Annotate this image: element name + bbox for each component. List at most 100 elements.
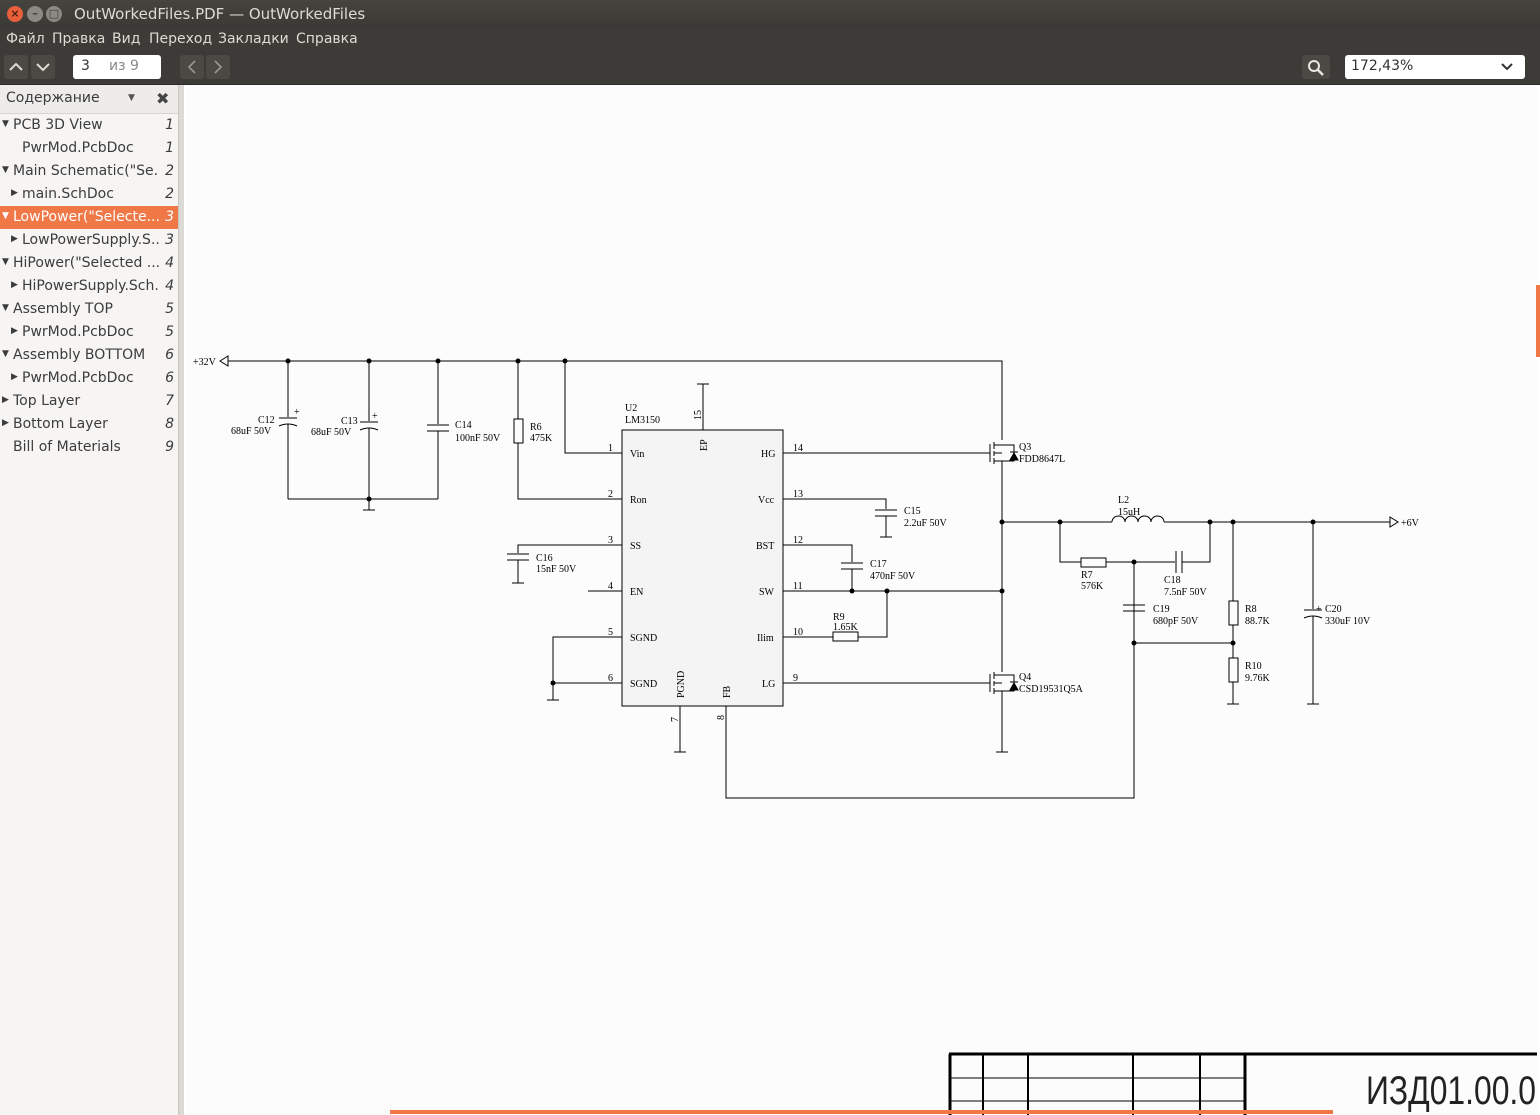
vertical-scrollbar-thumb[interactable] [1536, 285, 1540, 357]
document-viewer[interactable]: +32V +6V + + + U2 LM3150 1 Vin 2 Ron 3 S… [184, 85, 1540, 1115]
ic-part: LM3150 [625, 415, 660, 426]
outline-item[interactable]: ▶ HiPowerSupply.Sch... 4 [0, 275, 178, 298]
component-value: 1.65K [833, 622, 859, 633]
expanded-triangle-icon[interactable]: ▼ [2, 303, 9, 313]
outline-item[interactable]: ▼ Assembly BOTTOM 6 [0, 344, 178, 367]
menu-help[interactable]: Справка [296, 31, 358, 47]
dropdown-arrow-icon[interactable]: ▼ [128, 93, 135, 103]
pdf-page: +32V +6V + + + U2 LM3150 1 Vin 2 Ron 3 S… [187, 85, 1537, 1115]
expanded-triangle-icon[interactable]: ▼ [2, 257, 9, 267]
collapsed-triangle-icon[interactable]: ▶ [11, 326, 18, 336]
close-window-icon[interactable]: × [7, 6, 23, 22]
chevron-up-icon [9, 62, 23, 71]
pin-number: 12 [793, 535, 803, 546]
expanded-triangle-icon[interactable]: ▼ [2, 211, 9, 221]
sidebar-splitter[interactable] [179, 85, 184, 1115]
previous-page-button[interactable] [4, 55, 28, 79]
pin-name: Vcc [758, 495, 775, 506]
minimize-window-icon[interactable]: – [27, 6, 43, 22]
outline-item-label: PCB 3D View [13, 117, 103, 133]
outline-item[interactable]: ▼ HiPower("Selected ... 4 [0, 252, 178, 275]
ic-ref: U2 [625, 403, 637, 414]
chevron-down-icon [1501, 63, 1513, 71]
outline-item[interactable]: ▶ Top Layer 7 [0, 390, 178, 413]
component-ref: C15 [904, 506, 921, 517]
component-ref: R8 [1245, 604, 1257, 615]
outline-item-label: PwrMod.PcbDoc [22, 140, 134, 156]
zoom-value: 172,43% [1351, 58, 1414, 74]
page-number-field[interactable]: 3 из 9 [73, 55, 161, 79]
pin-number: 3 [608, 535, 613, 546]
collapsed-triangle-icon[interactable]: ▶ [11, 234, 18, 244]
outline-item[interactable]: ▼ Assembly TOP 5 [0, 298, 178, 321]
component-value: 576K [1081, 581, 1104, 592]
outline-item[interactable]: ▶ LowPowerSupply.S... 3 [0, 229, 178, 252]
component-value: 68uF 50V [311, 427, 352, 438]
menu-edit[interactable]: Правка [52, 31, 106, 47]
pin-number: 15 [693, 410, 704, 420]
pin-number: 8 [716, 715, 727, 720]
expanded-triangle-icon[interactable]: ▼ [2, 165, 9, 175]
outline-item[interactable]: Bill of Materials 9 [0, 436, 178, 459]
net-label-in: +32V [193, 357, 217, 368]
history-forward-button[interactable] [206, 55, 230, 79]
pin-number: 1 [608, 443, 613, 454]
component-value: 15uH [1118, 507, 1140, 518]
search-icon [1308, 60, 1324, 76]
maximize-window-icon[interactable]: □ [46, 6, 62, 22]
outline-item-label: LowPowerSupply.S... [22, 232, 159, 248]
outline-item[interactable]: ▼ PCB 3D View 1 [0, 114, 178, 137]
component-ref: Q3 [1019, 442, 1031, 453]
schematic-drawing: +32V +6V + + + U2 LM3150 1 Vin 2 Ron 3 S… [193, 355, 1537, 1115]
outline-item[interactable]: ▶ PwrMod.PcbDoc 5 [0, 321, 178, 344]
menu-go[interactable]: Переход [149, 31, 213, 47]
outline-item[interactable]: ▶ Bottom Layer 8 [0, 413, 178, 436]
pin-name: EP [699, 439, 710, 451]
outline-item-label: Bill of Materials [13, 439, 121, 455]
next-page-button[interactable] [31, 55, 55, 79]
outline-item-page: 2 [165, 186, 174, 202]
pin-number: 13 [793, 489, 803, 500]
page-total: из 9 [109, 58, 139, 74]
pin-name: SW [759, 587, 775, 598]
outline-item-selected[interactable]: ▼ LowPower("Selecte... 3 [0, 206, 178, 229]
svg-text:+: + [1316, 604, 1322, 615]
outline-item-label: PwrMod.PcbDoc [22, 370, 134, 386]
collapsed-triangle-icon[interactable]: ▶ [2, 418, 9, 428]
component-ref: R9 [833, 612, 845, 623]
component-ref: C14 [455, 420, 472, 431]
outline-item-label: PwrMod.PcbDoc [22, 324, 134, 340]
outline-item[interactable]: ▼ Main Schematic("Se... 2 [0, 160, 178, 183]
pin-number: 5 [608, 627, 613, 638]
collapsed-triangle-icon[interactable]: ▶ [11, 372, 18, 382]
pin-name: Ron [630, 495, 647, 506]
expanded-triangle-icon[interactable]: ▼ [2, 349, 9, 359]
search-button[interactable] [1302, 55, 1330, 79]
collapsed-triangle-icon[interactable]: ▶ [11, 188, 18, 198]
outline-item[interactable]: ▶ main.SchDoc 2 [0, 183, 178, 206]
outline-item[interactable]: ▶ PwrMod.PcbDoc 6 [0, 367, 178, 390]
expanded-triangle-icon[interactable]: ▼ [2, 119, 9, 129]
menu-view[interactable]: Вид [112, 31, 141, 47]
close-sidebar-icon[interactable]: ✖ [156, 89, 170, 108]
window-title: OutWorkedFiles.PDF — OutWorkedFiles [74, 5, 366, 23]
outline-item-page: 6 [165, 370, 174, 386]
component-value: 9.76K [1245, 673, 1271, 684]
component-value: CSD19531Q5A [1019, 684, 1084, 695]
outline-item-page: 5 [165, 324, 174, 340]
outline-item-label: Main Schematic("Se... [13, 163, 159, 179]
menu-file[interactable]: Файл [6, 31, 45, 47]
component-ref: C19 [1153, 604, 1170, 615]
component-value: FDD8647L [1019, 454, 1065, 465]
zoom-select[interactable]: 172,43% [1345, 55, 1525, 79]
outline-item-label: Bottom Layer [13, 416, 108, 432]
horizontal-scrollbar-thumb[interactable] [390, 1110, 1333, 1114]
outline-item[interactable]: PwrMod.PcbDoc 1 [0, 137, 178, 160]
outline-item-page: 4 [165, 278, 174, 294]
menu-bookmarks[interactable]: Закладки [218, 31, 289, 47]
outline-item-page: 2 [165, 163, 174, 179]
collapsed-triangle-icon[interactable]: ▶ [2, 395, 9, 405]
sidebar-title[interactable]: Содержание [6, 90, 100, 106]
history-back-button[interactable] [180, 55, 204, 79]
collapsed-triangle-icon[interactable]: ▶ [11, 280, 18, 290]
